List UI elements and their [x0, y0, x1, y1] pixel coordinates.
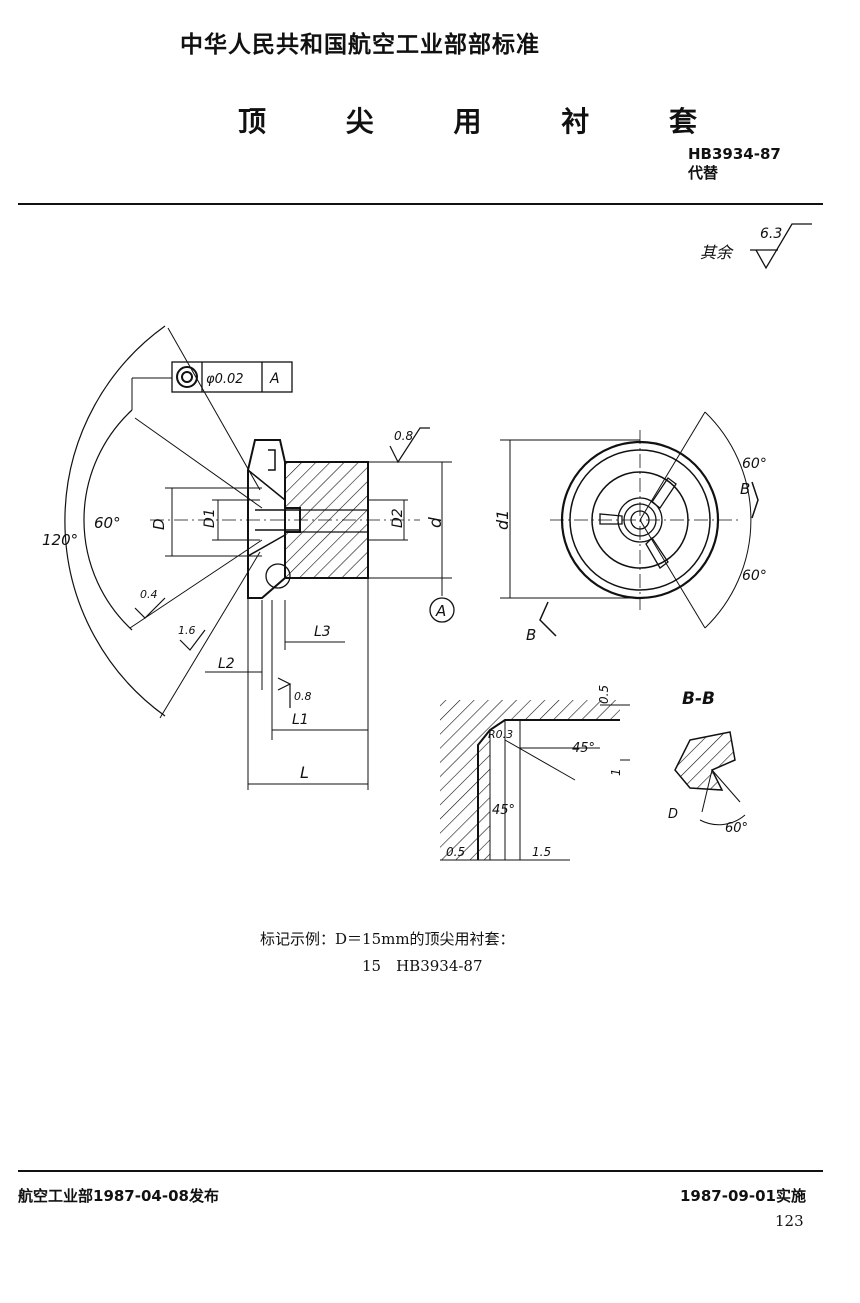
standard-code: HB3934-87 [688, 145, 781, 163]
replaces-label: 代替 [688, 164, 719, 182]
dim-L2-label: L2 [218, 656, 235, 672]
footer-rule [18, 1170, 823, 1172]
roughness-bottom-value: 0.8 [294, 690, 312, 703]
end-angle-60-bottom: 60° [742, 568, 767, 584]
angle-60-label: 60° [94, 514, 121, 532]
main-section-view: 120° 60° D D1 D2 d A 0.8 [42, 325, 455, 790]
dim-D-label: D [150, 518, 168, 530]
roughness-face-icon [389, 427, 430, 464]
angle-120-label: 120° [42, 531, 78, 549]
detail-05-vertical: 0.5 [597, 685, 611, 704]
detail-45-label: 45° [572, 741, 595, 756]
detail-radius-label: R0.3 [488, 728, 513, 741]
standard-organization-header: 中华人民共和国航空工业部部标准 [180, 32, 540, 58]
detail-1-label: 1 [609, 768, 623, 776]
roughness-rest-value: 6.3 [760, 226, 782, 242]
detail-15-label: 1.5 [532, 845, 551, 859]
dim-L3-label: L3 [314, 624, 331, 640]
roughness-face-value: 0.8 [394, 429, 413, 443]
roughness-small-cone-icon [179, 629, 206, 651]
end-view: 60° 60° d1 B B [493, 411, 767, 644]
detail-05-horizontal: 0.5 [446, 845, 465, 859]
end-angle-60-top: 60° [742, 456, 767, 472]
roughness-bottom-icon [277, 677, 292, 708]
section-bb-b-label: D [668, 807, 678, 822]
effective-date: 1987-09-01实施 [680, 1187, 806, 1205]
section-bb-title: B-B [682, 689, 715, 709]
datum-circle [429, 597, 455, 623]
header-rule [18, 203, 823, 205]
section-arrow-right [751, 481, 759, 519]
edge-detail-view: 45° 45° R0.3 0.5 1 0.5 1.5 [440, 685, 630, 861]
marking-example-code: 15 HB3934-87 [362, 957, 483, 975]
issue-date: 航空工业部1987-04-08发布 [18, 1187, 219, 1205]
section-mark-bottom: B [526, 626, 536, 644]
marking-example-text: 标记示例：D＝15mm的顶尖用衬套： [260, 930, 515, 948]
surface-rest-label: 其余 [700, 243, 734, 262]
detail-45-label-2: 45° [492, 803, 515, 818]
dim-L-label: L [300, 763, 309, 782]
dim-d-label: d [426, 517, 446, 528]
roughness-cone-value: 0.4 [140, 588, 158, 601]
tolerance-datum: A [269, 371, 280, 387]
datum-label: A [435, 602, 446, 620]
section-arrow-bottom [539, 601, 557, 637]
page-title: 顶 尖 用 衬 套 [238, 105, 732, 138]
roughness-rest-symbol: 其余 6.3 [700, 223, 812, 270]
dim-L1-label: L1 [292, 712, 309, 728]
section-bb-view: B-B 60° D [668, 689, 748, 836]
roughness-check-icon [755, 223, 812, 270]
section-bb-angle: 60° [725, 821, 748, 836]
roughness-cone-icon [134, 597, 166, 619]
section-mark-right: B [740, 480, 750, 498]
tolerance-frame [171, 361, 293, 393]
concentricity-icon [176, 366, 198, 388]
page-number: 123 [775, 1212, 804, 1230]
tolerance-value: φ0.02 [206, 372, 244, 387]
dim-D1-label: D1 [202, 508, 218, 528]
dim-d1-label: d1 [493, 510, 512, 530]
roughness-small-cone-value: 1.6 [178, 624, 196, 637]
dim-D2-label: D2 [390, 508, 406, 528]
